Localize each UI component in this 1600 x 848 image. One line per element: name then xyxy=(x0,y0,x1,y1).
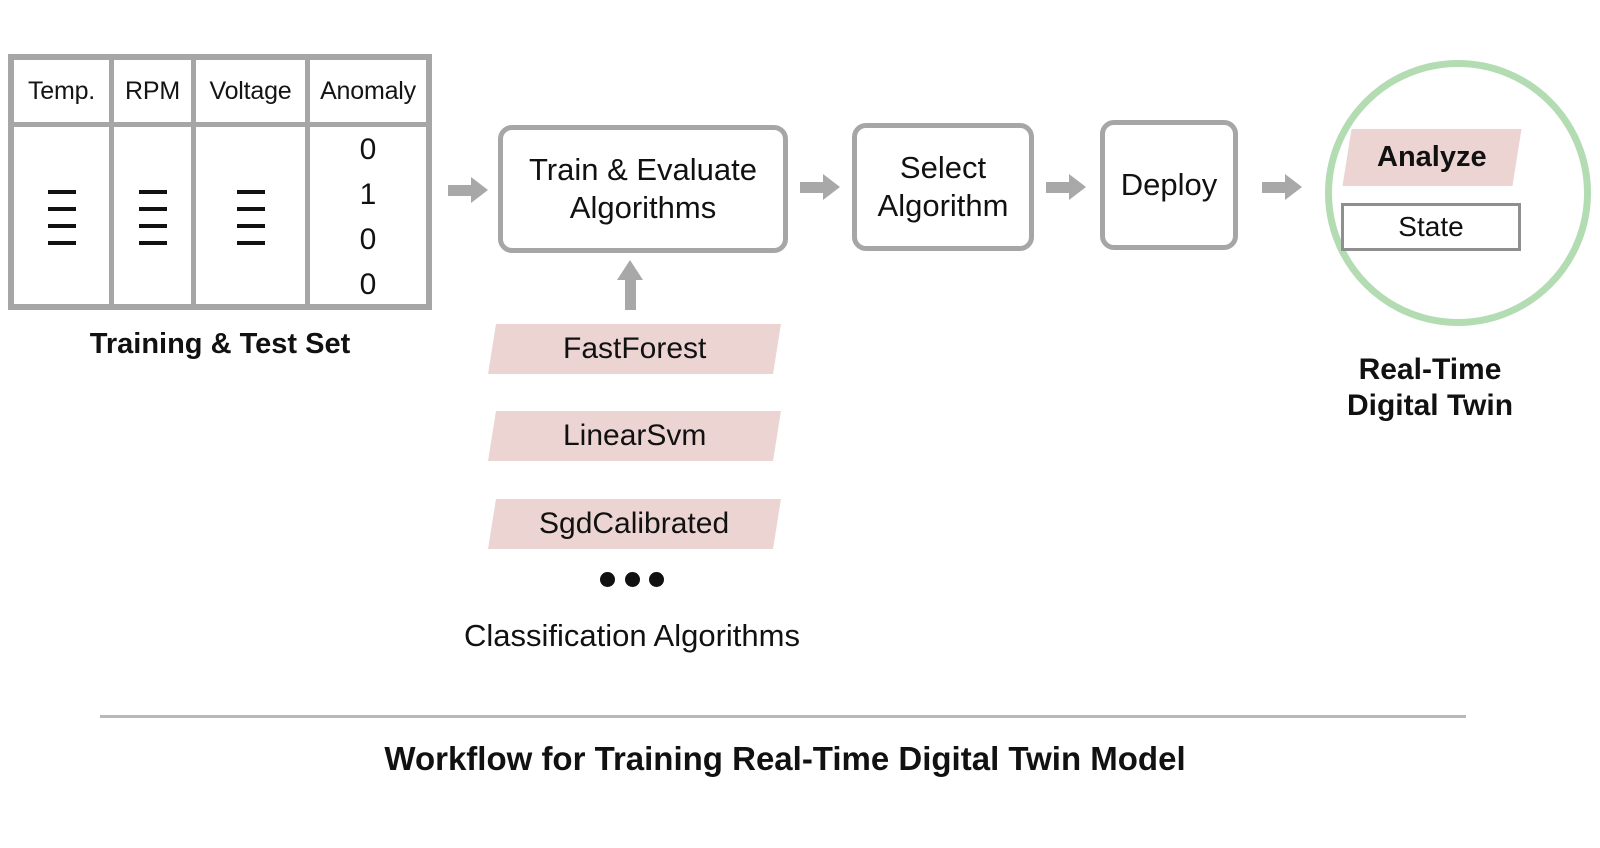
arrow-right-icon xyxy=(1262,174,1302,200)
arrow-head xyxy=(823,174,840,200)
arrow-up-icon xyxy=(617,260,643,310)
arrow-shaft xyxy=(800,182,824,193)
digital-twin-caption-line2: Digital Twin xyxy=(1346,389,1514,422)
step-deploy[interactable]: Deploy xyxy=(1100,120,1238,250)
algorithm-chip-label: FastForest xyxy=(562,332,707,365)
dash-mark-icon xyxy=(47,241,76,245)
step-train-and-evaluate[interactable]: Train & Evaluate Algorithms xyxy=(498,125,788,253)
state-box[interactable]: State xyxy=(1341,203,1521,251)
dash-mark-icon xyxy=(236,224,265,228)
anomaly-value: 0 xyxy=(359,268,377,301)
step-train-line2: Algorithms xyxy=(569,190,717,225)
dash-mark-icon xyxy=(138,190,167,194)
column-label-anomaly: Anomaly xyxy=(320,76,416,105)
anomaly-value: 0 xyxy=(359,223,377,256)
table-header-cell-anomaly: Anomaly xyxy=(310,60,426,122)
dot xyxy=(649,572,664,587)
training-data-table: Temp. RPM Voltage Anomaly xyxy=(8,54,432,310)
dot xyxy=(624,572,640,587)
algorithm-chip-label: SgdCalibrated xyxy=(539,507,730,540)
dash-stack-temp xyxy=(14,186,109,245)
algorithm-chip-label: LinearSvm xyxy=(562,419,707,452)
footer-divider xyxy=(100,715,1466,718)
figure-caption: Workflow for Training Real-Time Digital … xyxy=(384,740,1186,777)
dash-mark-icon xyxy=(138,207,167,211)
step-select-algorithm[interactable]: Select Algorithm xyxy=(852,123,1034,251)
table-header-cell-temp: Temp. xyxy=(14,60,114,122)
table-column-anomaly-values: 0 1 0 0 xyxy=(310,127,426,304)
dash-mark-icon xyxy=(47,207,76,211)
dot xyxy=(600,572,615,587)
ellipsis-dots-icon xyxy=(600,572,664,587)
dash-mark-icon xyxy=(236,190,265,194)
training-set-caption: Training & Test Set xyxy=(89,328,351,360)
classification-algorithms-caption: Classification Algorithms xyxy=(464,618,800,653)
arrow-right-icon xyxy=(800,174,840,200)
arrow-right-icon xyxy=(448,177,488,203)
digital-twin-circle xyxy=(1325,60,1591,326)
step-select-label: Select Algorithm xyxy=(878,149,1009,225)
table-body-row: 0 1 0 0 xyxy=(14,127,426,304)
column-label-temp: Temp. xyxy=(27,76,96,105)
arrow-head xyxy=(471,177,488,203)
arrow-shaft xyxy=(448,185,472,196)
arrow-head xyxy=(617,260,643,280)
arrow-shaft xyxy=(1046,182,1070,193)
step-train-line1: Train & Evaluate xyxy=(528,152,758,188)
table-inner: Temp. RPM Voltage Anomaly xyxy=(14,60,426,304)
table-column-temp-values xyxy=(14,127,114,304)
dash-mark-icon xyxy=(236,241,265,245)
step-deploy-label: Deploy xyxy=(1120,167,1218,203)
column-label-rpm: RPM xyxy=(125,76,180,105)
arrow-shaft xyxy=(625,278,636,310)
step-train-label: Train & Evaluate Algorithms xyxy=(529,151,757,227)
digital-twin-caption-line1: Real-Time xyxy=(1358,353,1502,386)
algorithm-chip-linearsvm[interactable]: LinearSvm xyxy=(488,411,781,461)
dash-mark-icon xyxy=(236,207,265,211)
table-header-cell-voltage: Voltage xyxy=(196,60,310,122)
digital-twin-caption: Real-Time Digital Twin xyxy=(1280,352,1580,424)
dash-stack-voltage xyxy=(196,186,305,245)
step-select-line2: Algorithm xyxy=(877,188,1009,223)
analyze-label: Analyze xyxy=(1377,141,1487,173)
table-column-rpm-values xyxy=(114,127,196,304)
dash-mark-icon xyxy=(138,224,167,228)
dash-mark-icon xyxy=(47,190,76,194)
arrow-shaft xyxy=(1262,182,1286,193)
dash-mark-icon xyxy=(138,241,167,245)
column-label-voltage: Voltage xyxy=(209,76,292,105)
anomaly-value: 0 xyxy=(359,133,377,166)
state-label: State xyxy=(1398,211,1464,242)
anomaly-stack: 0 1 0 0 xyxy=(310,130,426,301)
table-column-voltage-values xyxy=(196,127,310,304)
step-select-line1: Select xyxy=(899,150,987,186)
algorithm-chip-fastforest[interactable]: FastForest xyxy=(488,324,781,374)
algorithm-chip-sgdcalibrated[interactable]: SgdCalibrated xyxy=(488,499,781,549)
arrow-head xyxy=(1285,174,1302,200)
dash-stack-rpm xyxy=(114,186,191,245)
arrow-head xyxy=(1069,174,1086,200)
dash-mark-icon xyxy=(47,224,76,228)
table-header-cell-rpm: RPM xyxy=(114,60,196,122)
anomaly-value: 1 xyxy=(359,178,377,211)
arrow-right-icon xyxy=(1046,174,1086,200)
analyze-chip[interactable]: Analyze xyxy=(1342,129,1522,186)
table-header-row: Temp. RPM Voltage Anomaly xyxy=(14,60,426,127)
